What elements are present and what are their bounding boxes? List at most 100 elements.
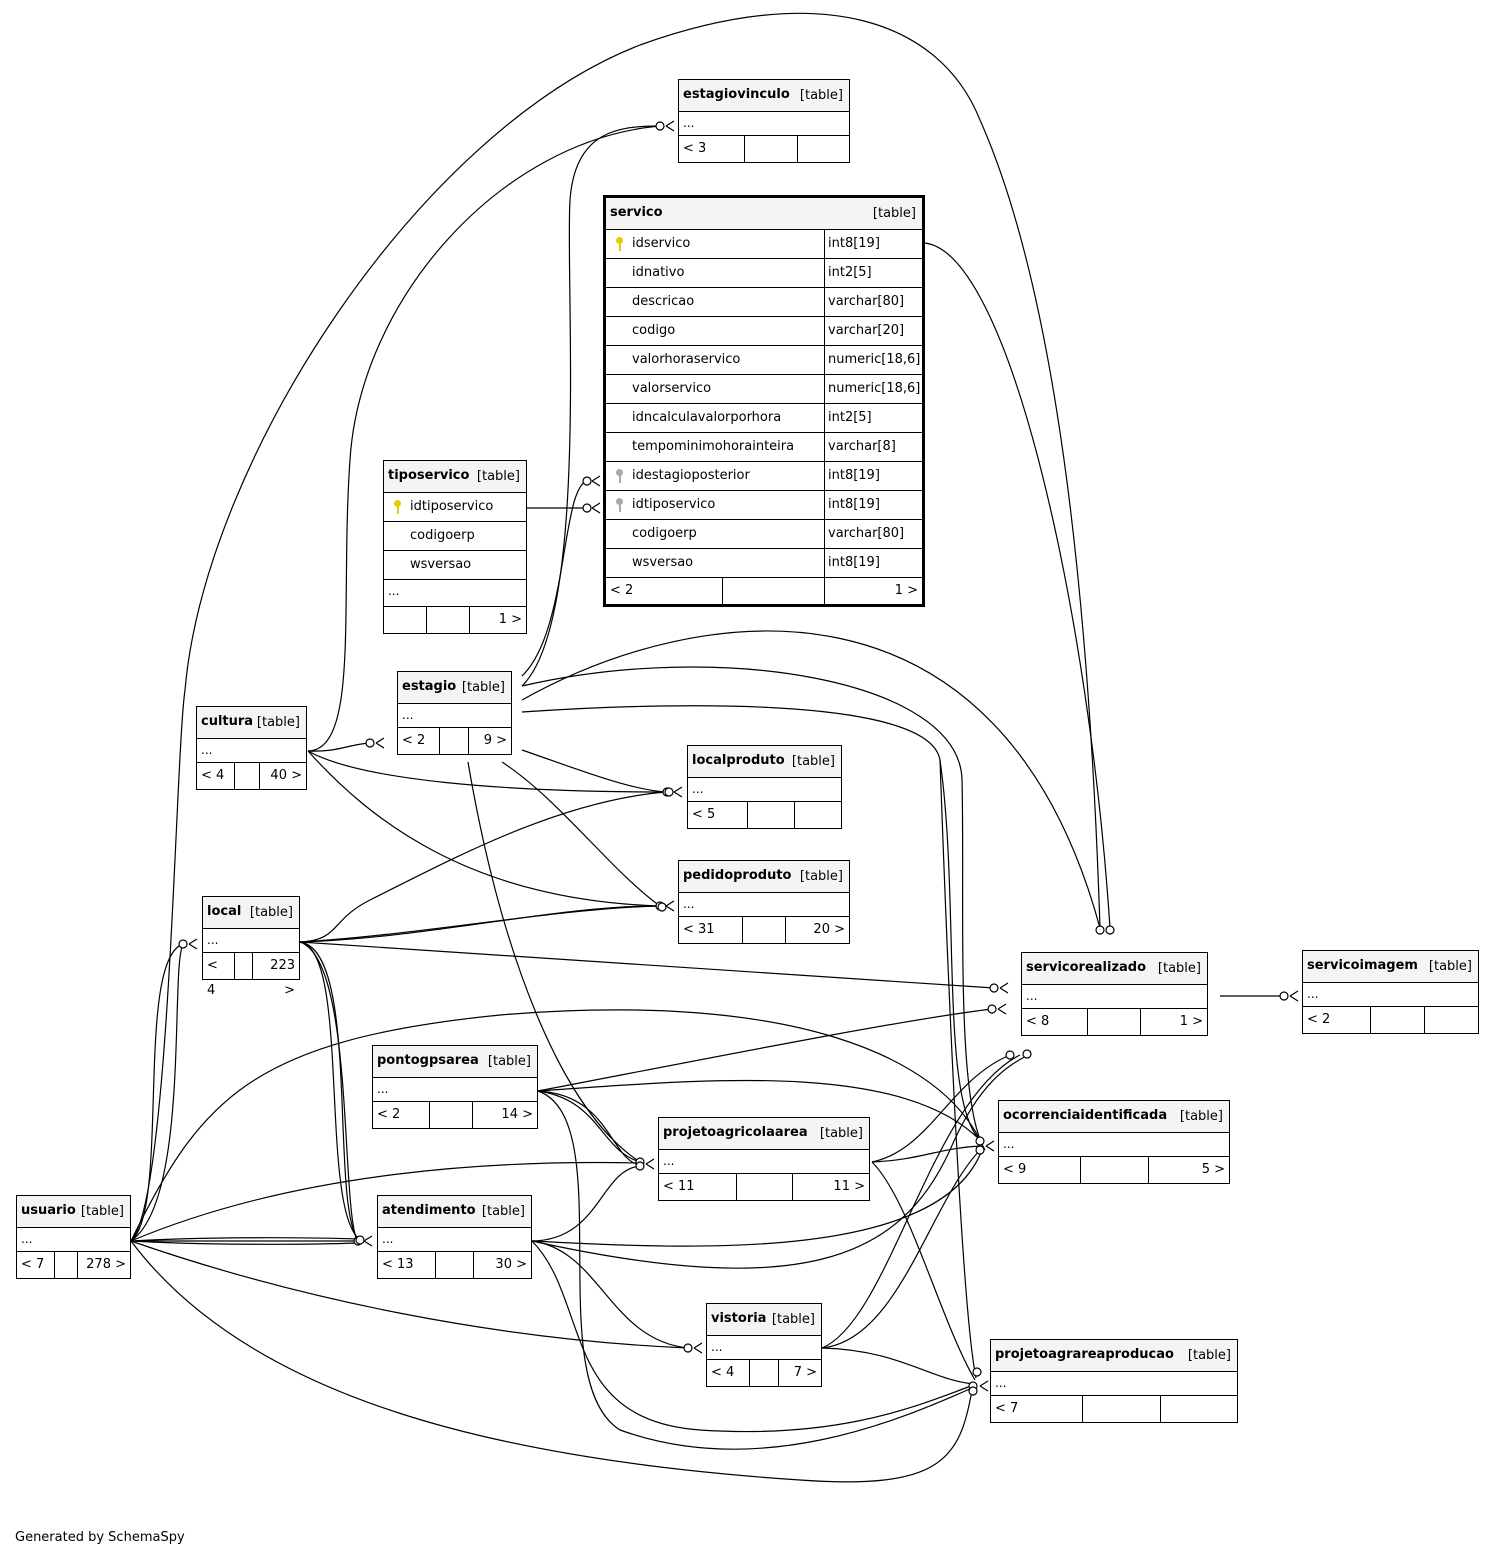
children-link[interactable]: 14 > <box>501 1107 533 1122</box>
column-row[interactable]: codigoerp <box>384 522 526 551</box>
parents-link[interactable]: < 8 <box>1022 1009 1088 1035</box>
table-header[interactable]: tiposervico [table] <box>384 461 526 493</box>
parents-link[interactable]: < 9 <box>999 1157 1081 1183</box>
table-header[interactable]: atendimento [table] <box>378 1196 531 1228</box>
column-name: idncalculavalorporhora <box>632 410 782 425</box>
table-header[interactable]: servico [table] <box>606 198 922 230</box>
footer-spacer <box>748 802 795 828</box>
parents-link[interactable]: < 2 <box>1303 1007 1371 1033</box>
table-estagio[interactable]: estagio [table] ... < 2 9 > <box>397 671 512 755</box>
parents-link[interactable]: < 4 <box>707 1360 750 1386</box>
parents-link[interactable]: < 2 <box>373 1102 430 1128</box>
footer-spacer <box>1088 1009 1141 1035</box>
table-header[interactable]: estagiovinculo [table] <box>679 80 849 112</box>
children-link[interactable]: 9 > <box>483 733 507 748</box>
parents-link[interactable]: < 31 <box>679 917 743 943</box>
parents-link[interactable]: < 2 <box>606 578 723 604</box>
children-link[interactable]: 278 > <box>86 1257 126 1272</box>
children-link[interactable]: 20 > <box>813 922 845 937</box>
edge-endpoint-circle <box>987 1004 997 1014</box>
parents-link[interactable]: < 13 <box>378 1252 436 1278</box>
children-link[interactable] <box>1161 1396 1237 1422</box>
table-header[interactable]: pedidoproduto [table] <box>679 861 849 893</box>
table-projetoagricolaarea[interactable]: projetoagricolaarea [table] ... < 11 11 … <box>658 1117 870 1201</box>
children-link[interactable] <box>795 802 841 828</box>
parents-link[interactable]: < 2 <box>398 728 440 754</box>
table-servicoimagem[interactable]: servicoimagem [table] ... < 2 <box>1302 950 1479 1034</box>
table-header[interactable]: estagio [table] <box>398 672 511 704</box>
table-header[interactable]: vistoria [table] <box>707 1304 821 1336</box>
table-tag: [table] <box>1179 1109 1223 1124</box>
table-name: local <box>207 904 242 919</box>
edge-endpoint-circle <box>1105 925 1115 935</box>
table-ocorrenciaidentificada[interactable]: ocorrenciaidentificada [table] ... < 9 5… <box>998 1100 1230 1184</box>
children-link[interactable]: 1 > <box>894 583 918 598</box>
table-header[interactable]: servicoimagem [table] <box>1303 951 1478 983</box>
parents-link[interactable]: < 3 <box>679 136 745 162</box>
children-link[interactable] <box>1425 1007 1478 1033</box>
table-footer: < 8 1 > <box>1022 1009 1207 1035</box>
edge-estagio-localproduto <box>521 749 668 793</box>
parents-link[interactable]: < 7 <box>991 1396 1083 1422</box>
table-name: servico <box>610 205 663 220</box>
edge-servico-servicorealizado <box>923 242 1111 929</box>
parents-link[interactable] <box>384 607 427 633</box>
children-link[interactable]: 223 > <box>270 958 295 998</box>
children-link[interactable] <box>798 136 849 162</box>
column-row[interactable]: wsversao <box>384 551 526 580</box>
table-header[interactable]: servicorealizado [table] <box>1022 953 1207 985</box>
table-atendimento[interactable]: atendimento [table] ... < 13 30 > <box>377 1195 532 1279</box>
table-header[interactable]: usuario [table] <box>17 1196 130 1228</box>
table-pedidoproduto[interactable]: pedidoproduto [table] ... < 31 20 > <box>678 860 850 944</box>
parents-link[interactable]: < 5 <box>688 802 748 828</box>
table-projetoagrareaproducao[interactable]: projetoagrareaproducao [table] ... < 7 <box>990 1339 1238 1423</box>
children-link[interactable]: 30 > <box>495 1257 527 1272</box>
column-type: int2[5] <box>828 410 872 425</box>
table-header[interactable]: cultura [table] <box>197 707 306 739</box>
parents-link[interactable]: < 4 <box>197 763 235 789</box>
parents-link[interactable]: < 11 <box>659 1174 737 1200</box>
children-link[interactable]: 5 > <box>1201 1162 1225 1177</box>
table-pontogpsarea[interactable]: pontogpsarea [table] ... < 2 14 > <box>372 1045 538 1129</box>
table-localproduto[interactable]: localproduto [table] ... < 5 <box>687 745 842 829</box>
table-header[interactable]: projetoagricolaarea [table] <box>659 1118 869 1150</box>
table-vistoria[interactable]: vistoria [table] ... < 4 7 > <box>706 1303 822 1387</box>
children-link[interactable]: 1 > <box>498 612 522 627</box>
table-servicorealizado[interactable]: servicorealizado [table] ... < 8 1 > <box>1021 952 1208 1036</box>
edge-endpoints <box>178 120 1299 1396</box>
edge-vistoria-ocorrencia <box>821 1147 983 1349</box>
table-name: estagio <box>402 679 457 694</box>
column-row[interactable]: idtiposervico <box>384 493 526 522</box>
table-header[interactable]: projetoagrareaproducao [table] <box>991 1340 1237 1372</box>
table-header[interactable]: local [table] <box>203 897 299 929</box>
table-header[interactable]: localproduto [table] <box>688 746 841 778</box>
table-local[interactable]: local [table] ... < 4 223 > <box>202 896 300 998</box>
children-link[interactable]: 40 > <box>270 768 302 783</box>
parents-link[interactable]: < 7 <box>17 1252 55 1278</box>
columns-ellipsis: ... <box>373 1078 537 1102</box>
table-estagiovinculo[interactable]: estagiovinculo [table] ... < 3 <box>678 79 850 163</box>
table-header[interactable]: ocorrenciaidentificada [table] <box>999 1101 1229 1133</box>
table-cultura[interactable]: cultura [table] ... < 4 40 > <box>196 706 307 790</box>
table-usuario[interactable]: usuario [table] ... < 7 278 > <box>16 1195 131 1279</box>
parents-link[interactable]: < 4 <box>203 953 235 998</box>
children-link[interactable]: 11 > <box>833 1179 865 1194</box>
edge-ocorrencia-producao <box>939 759 977 1379</box>
children-link[interactable]: 7 > <box>793 1365 817 1380</box>
column-row[interactable]: idncalculavalorporhora int2[5] <box>606 404 922 433</box>
table-header[interactable]: pontogpsarea [table] <box>373 1046 537 1078</box>
children-link[interactable]: 1 > <box>1179 1014 1203 1029</box>
